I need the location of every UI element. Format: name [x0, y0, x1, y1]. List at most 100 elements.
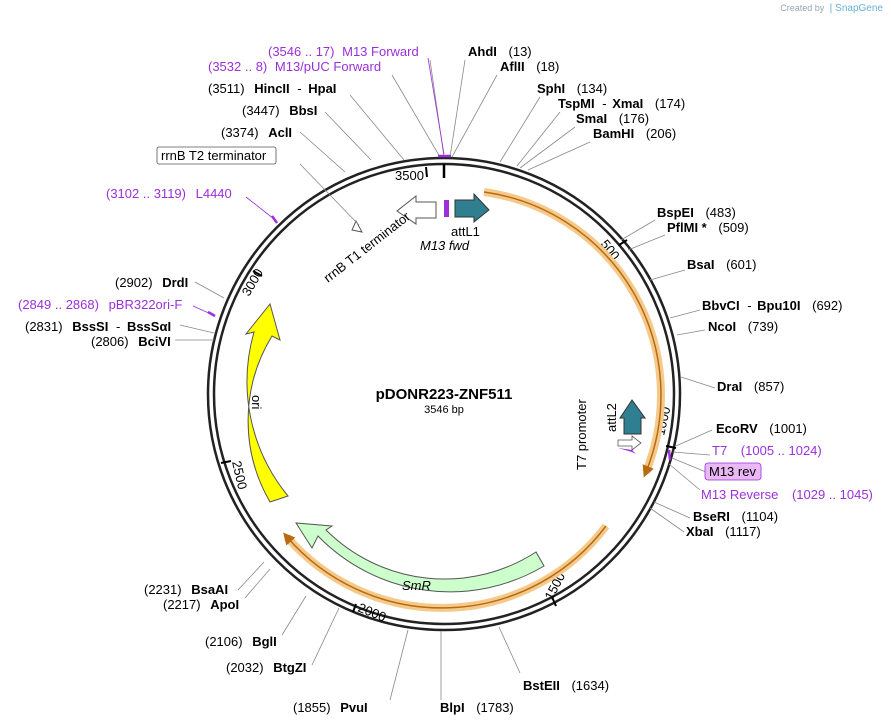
m13rev-box	[704, 462, 762, 481]
credit-brand: SnapGene	[835, 3, 883, 14]
m13rev-label: M13 rev	[709, 464, 756, 479]
svg-text:PflMI * (509): PflMI * (509)	[667, 220, 749, 235]
acli-name: AclI	[268, 125, 292, 140]
orf-arc-2	[283, 523, 610, 612]
plasmid-length: 3546 bp	[424, 404, 464, 416]
drai-name: DraI	[717, 379, 742, 394]
svg-text:(3546 .. 17) M13 Forward: (3546 .. 17) M13 Forward	[268, 44, 419, 59]
pflmi-pos: (509)	[718, 220, 748, 235]
bseri-name: BseRI	[693, 509, 730, 524]
pbr322-range: (2849 .. 2868)	[18, 297, 99, 312]
svg-text:M13 Reverse (1029 .. 104: M13 Reverse (1029 .. 1045)	[701, 487, 873, 502]
bsteii-name: BstEII	[523, 678, 560, 693]
hincii-name: HincII	[254, 81, 289, 96]
bsssi-dash: -	[116, 319, 120, 334]
rrnb-t1-label: rrnB T1 terminator	[321, 208, 414, 285]
bbvci-pos: (692)	[812, 298, 842, 313]
svg-text:SmaI (176): SmaI (176)	[576, 111, 649, 126]
svg-text:(2849 .. 2868) pBR322ori: (2849 .. 2868) pBR322ori-F	[18, 297, 182, 312]
m13forward-range: (3546 .. 17)	[268, 44, 335, 59]
svg-text:EcoRV (1001): EcoRV (1001)	[716, 421, 807, 436]
smr-feature: SmR	[295, 522, 545, 593]
rrnb-t1-feature: rrnB T1 terminator	[321, 194, 437, 285]
snapgene-credit: Created by ❘SnapGene	[780, 3, 883, 14]
ori-label: ori	[249, 395, 264, 410]
bsai-name: BsaI	[687, 257, 714, 272]
svg-text:(2806) BciVI: (2806) BciVI	[91, 334, 171, 349]
svg-text:BamHI (206): BamHI (206)	[593, 126, 676, 141]
tspmi-pos: (174)	[655, 96, 685, 111]
bbvci-name: BbvCI	[702, 298, 740, 313]
ori-feature: ori	[244, 302, 289, 503]
bspei-name: BspEI	[657, 205, 694, 220]
bsaai-name: BsaAI	[191, 582, 228, 597]
site-labels-top-left: (3546 .. 17) M13 Forward (3532 .. 8) M13…	[208, 44, 419, 140]
tspmi-dash: -	[602, 96, 606, 111]
bsai-pos: (601)	[726, 257, 756, 272]
rrnb-t2-label: rrnB T2 terminator	[161, 148, 267, 163]
ecorv-name: EcoRV	[716, 421, 758, 436]
svg-text:(3511) HincII -: (3511) HincII - HpaI	[208, 81, 336, 96]
svg-text:T7 (1005 .. 1024): T7 (1005 .. 1024)	[712, 443, 822, 458]
apoi-name: ApoI	[210, 597, 239, 612]
bsssi-pos: (2831)	[25, 319, 63, 334]
credit-prefix: Created by	[780, 3, 825, 13]
smai-pos: (176)	[619, 111, 649, 126]
svg-text:DraI (857): DraI (857)	[717, 379, 784, 394]
svg-text:AhdI (13): AhdI (13)	[468, 44, 532, 59]
bseri-pos: (1104)	[741, 509, 778, 524]
sphi-name: SphI	[537, 81, 565, 96]
plasmid-name: pDONR223-ZNF511	[376, 386, 513, 403]
xbai-name: XbaI	[686, 524, 713, 539]
ahdi-pos: (13)	[509, 44, 532, 59]
pvui-pos: (1855)	[293, 700, 331, 715]
aflii-name: AflII	[500, 59, 525, 74]
ecorv-pos: (1001)	[769, 421, 807, 436]
m13reverse-range: (1029 .. 1045)	[792, 487, 873, 502]
aflii-pos: (18)	[536, 59, 559, 74]
bsssi-name: BssSI	[72, 319, 108, 334]
bgli-name: BglI	[252, 634, 277, 649]
svg-text:(2217) ApoI: (2217) ApoI	[163, 597, 239, 612]
hpai-name: HpaI	[308, 81, 336, 96]
btgzi-name: BtgZI	[273, 660, 306, 675]
orf-arc	[483, 188, 665, 478]
svg-text:BbvCI - Bpu10I: BbvCI - Bpu10I (692)	[702, 298, 842, 313]
svg-text:TspMI - XmaI: TspMI - XmaI (174)	[558, 96, 685, 111]
bsssai-name: BssSαI	[127, 319, 171, 334]
svg-text:(3447) BbsI: (3447) BbsI	[242, 103, 317, 118]
bsteii-pos: (1634)	[571, 678, 609, 693]
svg-text:(3532 .. 8) M13/pUC Forw: (3532 .. 8) M13/pUC Forward	[208, 59, 381, 74]
m13reverse-name: M13 Reverse	[701, 487, 778, 502]
svg-text:(2902) DrdI: (2902) DrdI	[115, 275, 188, 290]
attl1-feature: attL1	[451, 192, 490, 239]
svg-text:AflII (18): AflII (18)	[500, 59, 559, 74]
bspei-pos: (483)	[705, 205, 735, 220]
sphi-pos: (134)	[577, 81, 607, 96]
svg-text:(1855) PvuI: (1855) PvuI	[293, 700, 368, 715]
tspmi-name: TspMI	[558, 96, 595, 111]
drdi-pos: (2902)	[115, 275, 153, 290]
site-labels-right: BspEI (483) PflMI * (509) BsaI (601) Bbv…	[657, 205, 873, 539]
site-labels-bottom: BstEII (1634) BlpI (1783) (1855) PvuI (2…	[144, 582, 609, 715]
apoi-pos: (2217)	[163, 597, 201, 612]
hincii-pos: (3511)	[208, 81, 245, 96]
drdi-name: DrdI	[162, 275, 188, 290]
svg-text:(3102 .. 3119) L4440: (3102 .. 3119) L4440	[106, 186, 232, 201]
bbsi-pos: (3447)	[242, 103, 280, 118]
svg-text:BlpI (1783): BlpI (1783)	[440, 700, 514, 715]
site-labels-left: (2806) BciVI (2831) BssSI - BssSαI (2849…	[18, 186, 232, 349]
backbone	[206, 156, 682, 632]
tick-3500: 3500	[395, 168, 424, 183]
m13puc-range: (3532 .. 8)	[208, 59, 267, 74]
bcivi-pos: (2806)	[91, 334, 129, 349]
svg-text:(2231) BsaAI: (2231) BsaAI	[144, 582, 228, 597]
blpi-name: BlpI	[440, 700, 465, 715]
attl2-label: attL2	[604, 403, 619, 432]
primer-leaders	[192, 57, 445, 315]
t7-name: T7	[712, 443, 727, 458]
xmai-name: XmaI	[612, 96, 643, 111]
attl1-label: attL1	[451, 224, 480, 239]
l4440-range: (3102 .. 3119)	[106, 186, 186, 201]
blpi-pos: (1783)	[476, 700, 514, 715]
